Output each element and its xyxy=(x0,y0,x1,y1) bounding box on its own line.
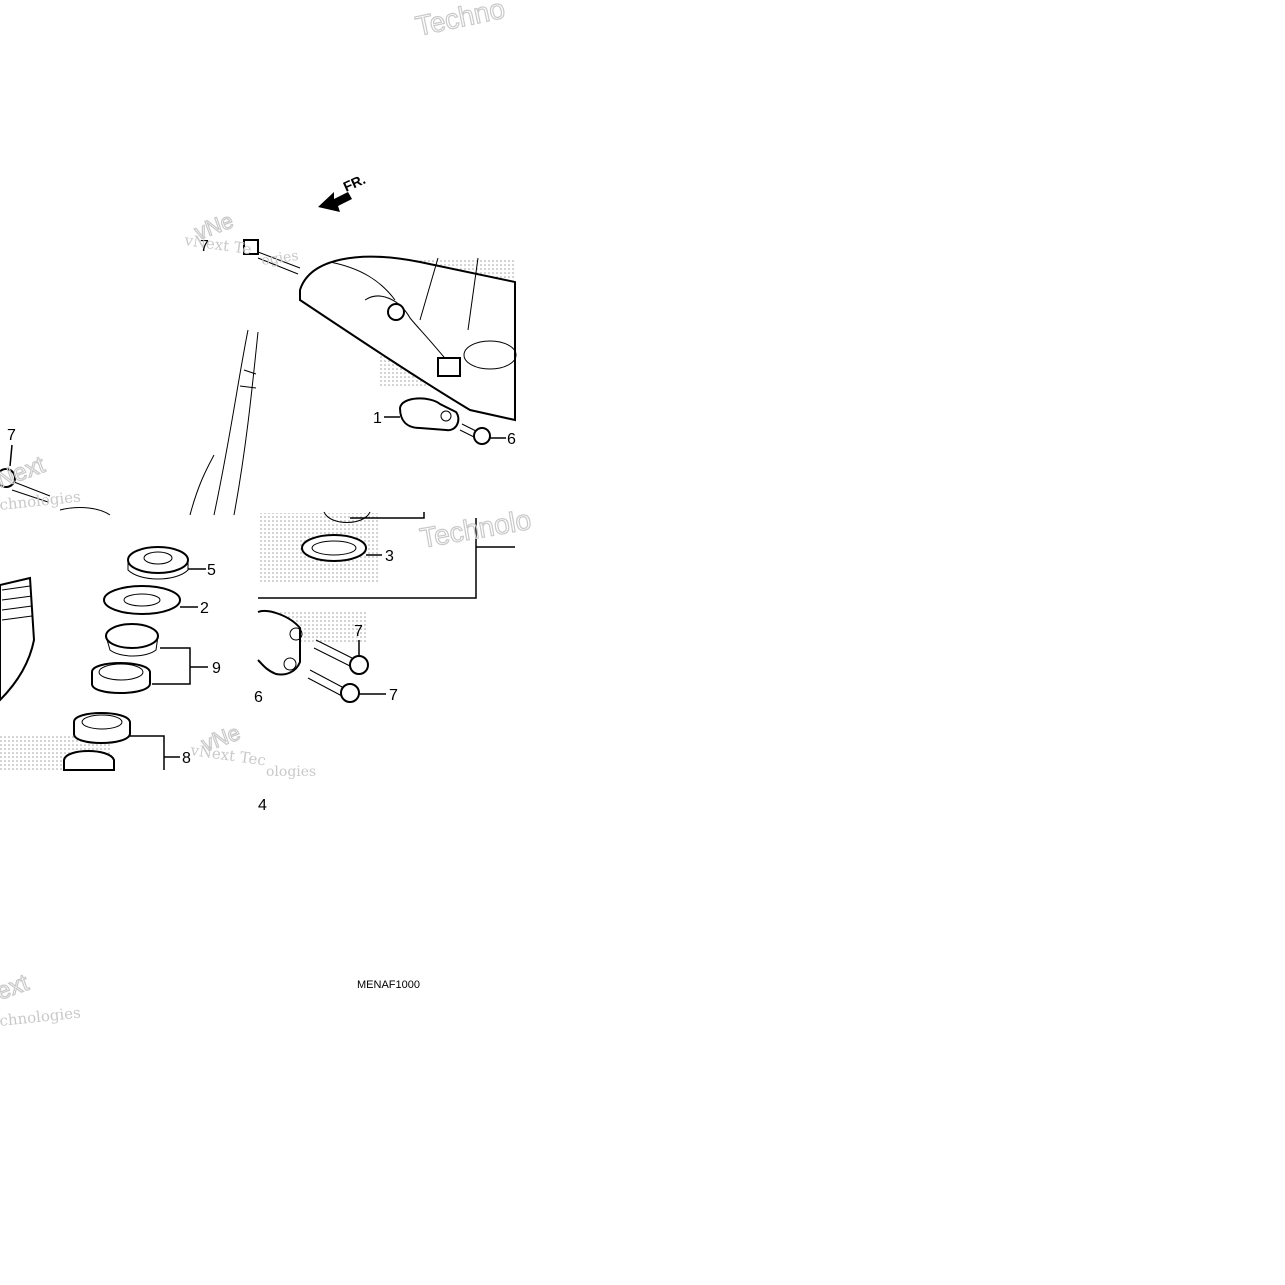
tile-bottom-bridge xyxy=(257,511,515,703)
washer-icon xyxy=(103,585,181,615)
callout-7-bracket-upper: 7 xyxy=(354,623,363,640)
diagram-code: MENAF1000 xyxy=(357,979,420,991)
bolt-icon xyxy=(313,639,369,675)
bolt-icon xyxy=(459,423,491,445)
lock-nut-icon xyxy=(127,546,189,580)
watermark-text: ext xyxy=(0,969,32,1005)
front-direction-arrow-icon xyxy=(318,192,352,212)
watermark-text: Next xyxy=(0,451,49,493)
watermark-text: chnologies xyxy=(0,488,82,514)
direction-label: FR. xyxy=(341,171,368,195)
callout-9: 9 xyxy=(212,660,221,677)
tile-bearing-stack xyxy=(0,546,208,771)
watermark-text: chnologies xyxy=(0,1004,82,1030)
bolt-icon xyxy=(243,239,301,275)
dust-seal-icon xyxy=(301,534,367,562)
callout-6-clipped: 6 xyxy=(254,689,263,706)
callout-7-left: 7 xyxy=(7,427,16,444)
tile-top-bridge: FR. xyxy=(299,171,517,445)
callout-8: 8 xyxy=(182,750,191,767)
bearing-icon xyxy=(91,623,159,694)
watermark-text: Techno xyxy=(413,0,508,42)
bolt-icon xyxy=(307,669,360,703)
race-icon xyxy=(63,712,131,771)
callout-2: 2 xyxy=(200,600,209,617)
callout-7-upper: 7 xyxy=(200,238,209,255)
callout-1: 1 xyxy=(373,410,382,427)
tile-stem-shaft xyxy=(0,239,301,516)
handlebar-clamp-icon xyxy=(398,397,460,432)
watermark-text: ogies xyxy=(260,248,299,269)
callout-7-bracket-lower: 7 xyxy=(389,687,398,704)
callout-4: 4 xyxy=(258,797,267,814)
bolt-icon xyxy=(0,468,51,503)
watermark-text: ologies xyxy=(266,764,316,780)
callout-6: 6 xyxy=(507,431,516,448)
callout-5: 5 xyxy=(207,562,216,579)
callout-3: 3 xyxy=(385,548,394,565)
